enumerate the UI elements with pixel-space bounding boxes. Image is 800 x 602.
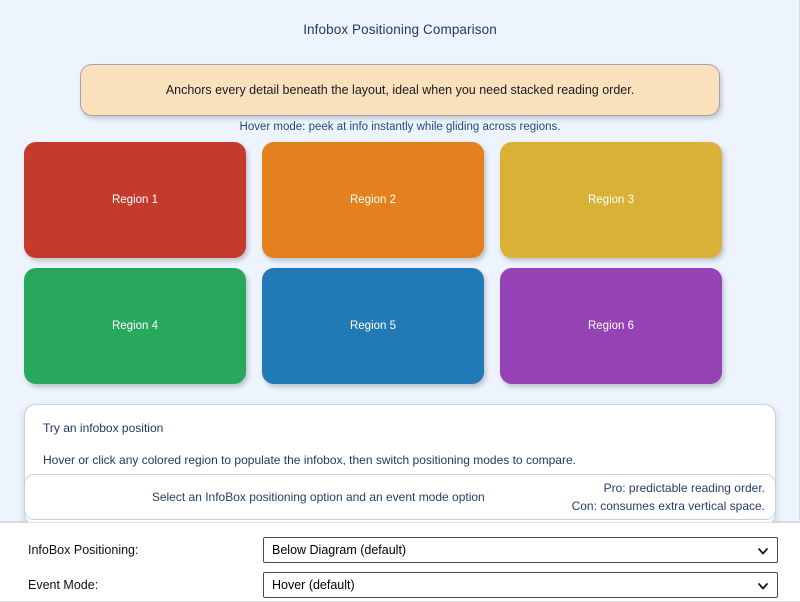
region-tile-2[interactable]: Region 2 bbox=[262, 142, 484, 258]
chevron-down-icon bbox=[757, 579, 769, 591]
page-title: Infobox Positioning Comparison bbox=[303, 22, 497, 37]
region-tile-1[interactable]: Region 1 bbox=[24, 142, 246, 258]
con-text: Con: consumes extra vertical space. bbox=[571, 499, 765, 513]
region-tile-label: Region 6 bbox=[587, 320, 635, 332]
description-banner: Anchors every detail beneath the layout,… bbox=[80, 64, 720, 116]
controls-panel: InfoBox Positioning: Below Diagram (defa… bbox=[0, 522, 800, 602]
region-grid: Region 1 Region 2 Region 3 Region 4 Regi… bbox=[24, 142, 776, 384]
selection-prompt-text: Select an InfoBox positioning option and… bbox=[151, 490, 485, 504]
region-tile-4[interactable]: Region 4 bbox=[24, 268, 246, 384]
pro-con-block: Pro: predictable reading order. Con: con… bbox=[572, 479, 775, 515]
pro-text: Pro: predictable reading order. bbox=[603, 481, 765, 495]
region-tile-label: Region 1 bbox=[111, 194, 159, 206]
region-tile-3[interactable]: Region 3 bbox=[500, 142, 722, 258]
event-mode-value: Hover (default) bbox=[272, 578, 355, 592]
control-row-event-mode: Event Mode: Hover (default) bbox=[28, 568, 778, 602]
event-mode-label: Event Mode: bbox=[28, 578, 99, 592]
event-mode-select[interactable]: Hover (default) bbox=[263, 572, 778, 598]
region-tile-label: Region 2 bbox=[349, 194, 397, 206]
chevron-down-icon bbox=[757, 544, 769, 556]
region-tile-5[interactable]: Region 5 bbox=[262, 268, 484, 384]
infobox-positioning-label: InfoBox Positioning: bbox=[28, 543, 139, 557]
region-tile-6[interactable]: Region 6 bbox=[500, 268, 722, 384]
infobox-title: Try an infobox position bbox=[43, 421, 164, 435]
diagram-stage: Infobox Positioning Comparison Anchors e… bbox=[0, 0, 800, 522]
infobox-positioning-value: Below Diagram (default) bbox=[272, 543, 407, 557]
region-tile-label: Region 4 bbox=[111, 320, 159, 332]
selection-prompt-strip: Select an InfoBox positioning option and… bbox=[24, 474, 776, 520]
infobox-positioning-select[interactable]: Below Diagram (default) bbox=[263, 537, 778, 563]
control-row-infobox-positioning: InfoBox Positioning: Below Diagram (defa… bbox=[28, 533, 778, 567]
description-banner-text: Anchors every detail beneath the layout,… bbox=[165, 82, 635, 97]
region-tile-label: Region 3 bbox=[587, 194, 635, 206]
mode-hint-line: Hover mode: peek at info instantly while… bbox=[239, 121, 561, 133]
region-tile-label: Region 5 bbox=[349, 320, 397, 332]
infobox-body: Hover or click any colored region to pop… bbox=[43, 453, 576, 467]
